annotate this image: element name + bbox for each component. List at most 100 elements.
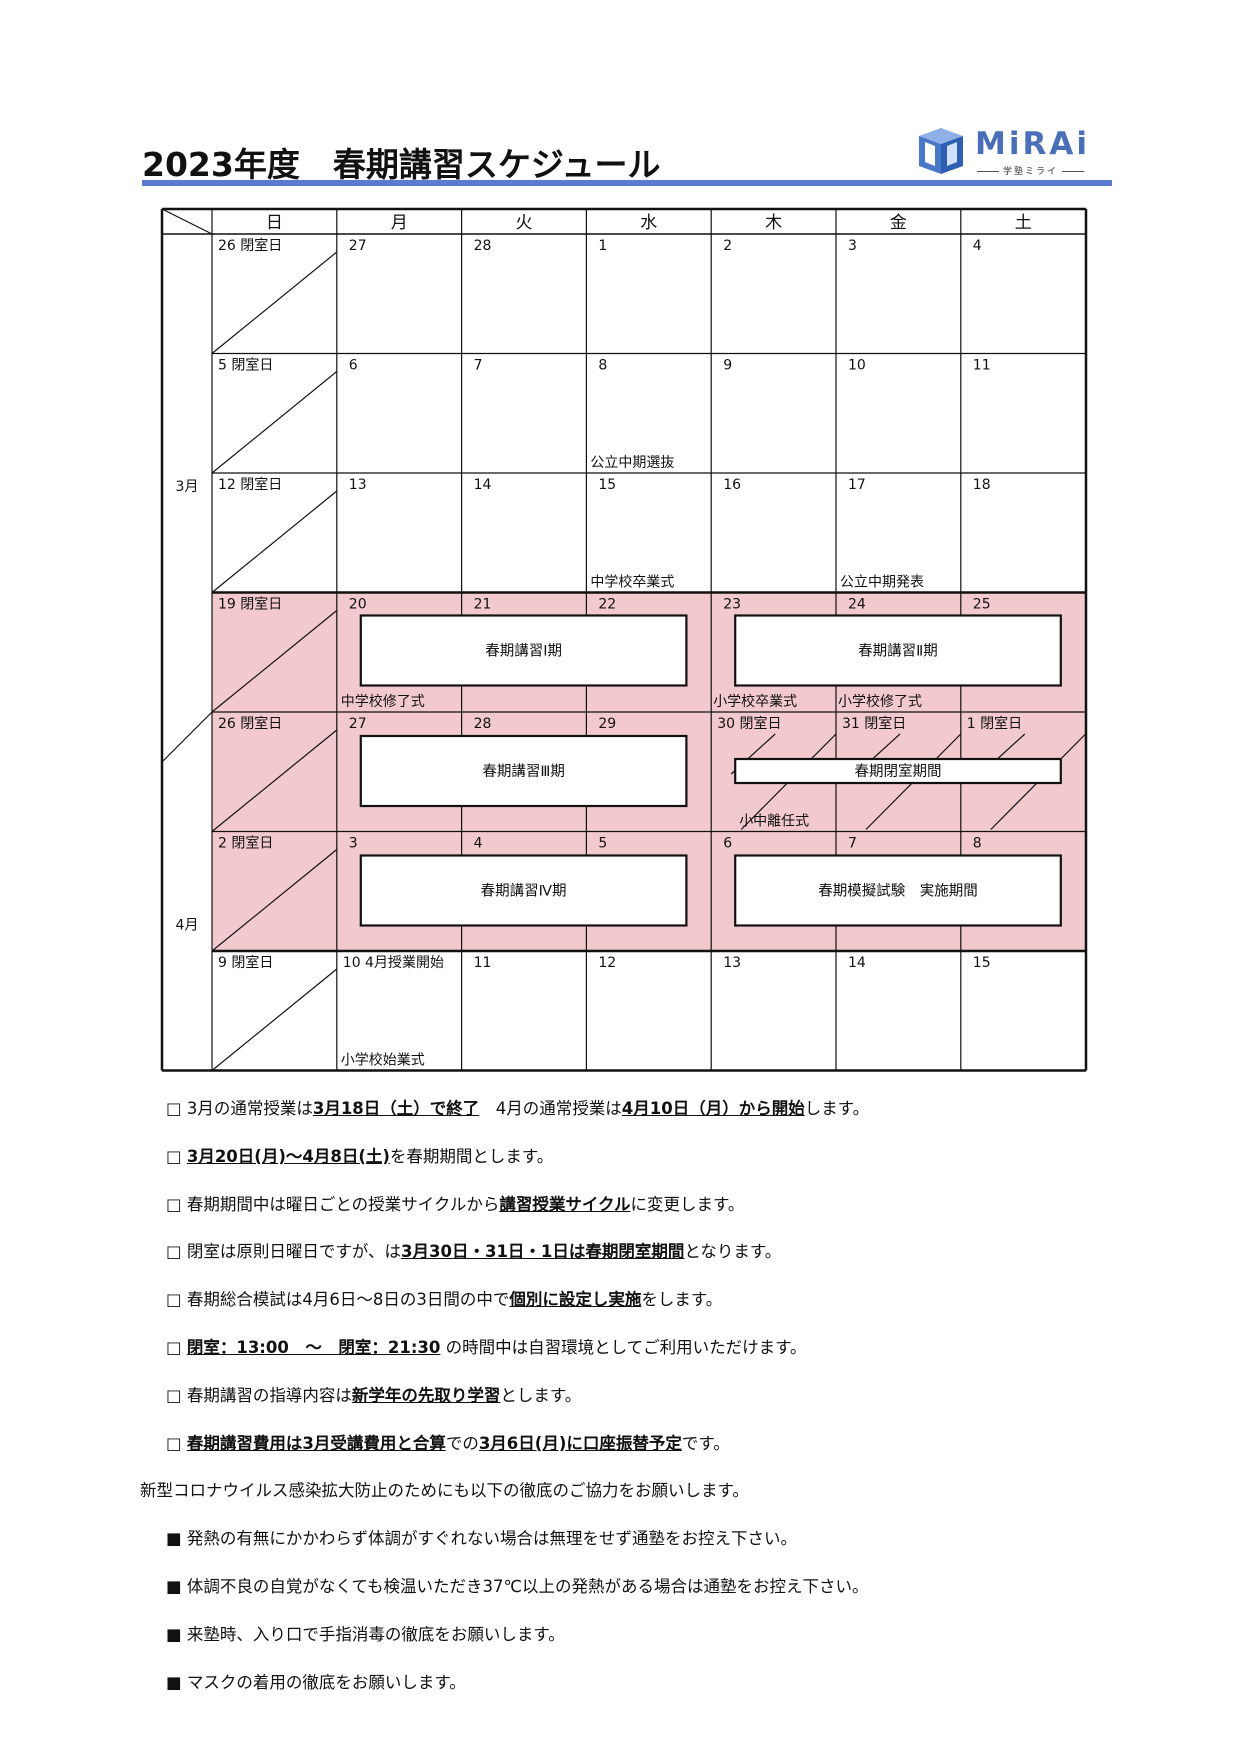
day-label: 11 — [474, 955, 492, 971]
checkbox-icon: □ — [166, 1290, 187, 1310]
note-item: □ 3月20日(月)～4月8日(土)を春期期間とします。 — [166, 1143, 553, 1167]
event-label: 中学校修了式 — [341, 693, 425, 710]
bullet-icon: ■ — [166, 1529, 187, 1549]
grid-line — [211, 490, 338, 593]
checkbox-icon: □ — [166, 1099, 187, 1118]
day-label: 24 — [848, 597, 866, 613]
period-box-1 — [359, 614, 688, 687]
note-item: □ 春期講習の指導内容は新学年の先取り学習とします。 — [166, 1382, 581, 1406]
day-label: 5 閉室日 — [218, 357, 273, 374]
weekday-label: 木 — [765, 213, 782, 233]
note-text: の時間中は自習環境としてご利用いただけます。 — [440, 1338, 807, 1357]
day-label: 19 閉室日 — [218, 596, 282, 613]
day-label: 27 — [349, 716, 367, 732]
note-emphasis: 3月6日(月)に口座振替予定 — [478, 1433, 682, 1453]
logo-subtitle: 学塾ミライ — [973, 164, 1088, 177]
weekday-label: 金 — [890, 213, 907, 233]
covid-item: ■ マスクの着用の徹底をお願いします。 — [166, 1669, 466, 1693]
mirai-logo: MiRAi 学塾ミライ — [915, 126, 1110, 178]
day-label: 18 — [973, 477, 991, 493]
day-label: 29 — [598, 716, 616, 732]
day-label: 3 — [349, 836, 358, 852]
day-label: 8 — [973, 836, 982, 852]
period-box-closed-label: 春期閉室期間 — [855, 763, 942, 780]
note-emphasis: 講習授業サイクル — [499, 1194, 631, 1214]
day-label: 7 — [474, 358, 483, 374]
note-emphasis: 3月30日・31日・1日は春期閉室期間 — [401, 1242, 685, 1262]
covid-item-text: 来塾時、入り口で手指消毒の徹底をお願いします。 — [186, 1624, 565, 1644]
day-label: 28 — [474, 238, 492, 254]
day-label: 22 — [598, 597, 616, 613]
day-label: 16 — [723, 477, 741, 493]
covid-item-text: 体調不良の自覚がなくても検温いただき37℃以上の発熱がある場合は通塾をお控え下さ… — [186, 1577, 869, 1596]
day-label: 12 閉室日 — [218, 476, 282, 493]
checkbox-icon: □ — [166, 1242, 187, 1262]
checkbox-icon: □ — [166, 1385, 187, 1405]
period-box-exam-label: 春期模擬試験 実施期間 — [818, 883, 978, 900]
covid-item: ■ 発熱の有無にかかわらず体調がすぐれない場合は無理をせず通塾をお控え下さい。 — [166, 1525, 797, 1549]
period-box-3 — [359, 734, 688, 808]
note-text: 春期講習の指導内容は — [186, 1385, 352, 1405]
day-label: 27 — [349, 238, 367, 254]
day-label: 7 — [848, 836, 857, 852]
note-emphasis: 3月18日（土）で終了 — [312, 1099, 480, 1118]
grid-line — [211, 371, 338, 474]
note-emphasis: 新学年の先取り学習 — [351, 1385, 501, 1405]
day-label: 15 — [598, 477, 616, 493]
day-label: 13 — [723, 955, 741, 971]
note-text: 春期期間中は曜日ごとの授業サイクルから — [186, 1194, 500, 1214]
period-box-4-label: 春期講習Ⅳ期 — [481, 883, 567, 900]
day-label: 1 — [598, 238, 607, 254]
day-label: 10 4月授業開始 — [343, 955, 444, 971]
event-label: 小中離任式 — [739, 813, 809, 830]
period-box-2-label: 春期講習Ⅱ期 — [858, 643, 938, 660]
day-label: 12 — [598, 955, 616, 971]
note-item: □ 春期講習費用は3月受講費用と合算での3月6日(月)に口座振替予定です。 — [166, 1430, 730, 1454]
day-label: 30 閉室日 — [717, 715, 781, 732]
day-label: 23 — [723, 597, 741, 613]
day-label: 28 — [474, 716, 492, 732]
note-emphasis: 4月10日（月）から開始 — [621, 1099, 805, 1118]
note-text: 閉室は原則日曜日ですが、は — [186, 1242, 402, 1262]
note-text: します。 — [804, 1099, 870, 1118]
day-label: 2 — [723, 238, 732, 254]
note-item: □ 春期期間中は曜日ごとの授業サイクルから講習授業サイクルに変更します。 — [166, 1191, 744, 1215]
day-label: 17 — [848, 477, 866, 493]
note-text: 春期総合模試は4月6日～8日の3日間の中で — [186, 1290, 510, 1310]
weekday-label: 土 — [1015, 213, 1032, 233]
day-label: 8 — [598, 358, 607, 374]
event-label: 小学校修了式 — [838, 693, 922, 710]
day-label: 3 — [848, 238, 857, 254]
day-label: 25 — [973, 597, 991, 613]
day-label: 11 — [973, 358, 991, 374]
note-emphasis: 春期講習費用は3月受講費用と合算 — [186, 1433, 446, 1453]
cube-logo-icon — [919, 128, 963, 174]
day-label: 26 閉室日 — [218, 237, 282, 254]
covid-item-text: 発熱の有無にかかわらず体調がすぐれない場合は無理をせず通塾をお控え下さい。 — [186, 1529, 798, 1549]
period-box-4 — [359, 854, 688, 927]
note-text: とします。 — [500, 1385, 582, 1405]
day-label: 20 — [349, 597, 367, 613]
note-text: に変更します。 — [630, 1194, 745, 1214]
note-text: を春期期間とします。 — [389, 1146, 554, 1166]
note-item: □ 閉室は原則日曜日ですが、は3月30日・31日・1日は春期閉室期間となります。 — [166, 1238, 781, 1262]
day-label: 21 — [474, 597, 492, 613]
covid-item: ■ 体調不良の自覚がなくても検温いただき37℃以上の発熱がある場合は通塾をお控え… — [166, 1573, 869, 1597]
event-label: 小学校卒業式 — [713, 693, 797, 710]
period-box-2 — [734, 614, 1062, 687]
bullet-icon: ■ — [166, 1624, 187, 1644]
weekday-label: 月 — [391, 213, 408, 233]
note-text: での — [445, 1433, 479, 1453]
note-emphasis: 閉室：13:00 ～ 閉室：21:30 — [186, 1338, 441, 1357]
grid-line — [211, 251, 338, 354]
period-box-1-label: 春期講習Ⅰ期 — [485, 643, 562, 660]
logo-wordmark: MiRAi — [975, 126, 1090, 162]
day-label: 4 — [474, 836, 483, 852]
grid-line — [161, 711, 213, 763]
weekday-label: 水 — [640, 213, 657, 233]
day-label: 4 — [973, 238, 982, 254]
note-text: です。 — [681, 1433, 730, 1453]
month-label-march: 3月 — [176, 479, 199, 495]
grid-line — [211, 610, 338, 713]
